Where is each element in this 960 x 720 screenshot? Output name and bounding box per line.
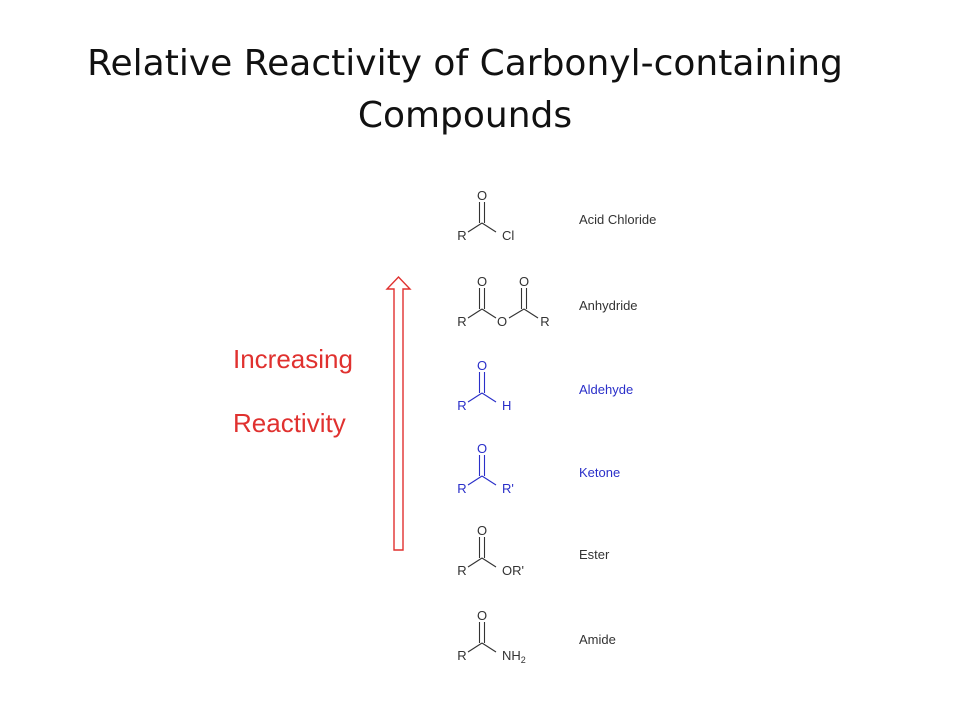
bond-line (508, 308, 525, 319)
compound-name: Ketone (579, 465, 620, 480)
carbonyl-oxygen: O (477, 274, 487, 289)
bond-line (467, 557, 483, 568)
compound-name: Ester (579, 547, 610, 562)
bond-line (467, 642, 483, 653)
carbonyl-oxygen: O (477, 441, 487, 456)
up-arrow-icon (385, 275, 412, 551)
carbonyl-oxygen: O (477, 188, 487, 203)
right-group: H (502, 398, 511, 413)
bond-line (481, 308, 497, 319)
title-line-2: Compounds (357, 95, 573, 136)
right-group: R (540, 314, 549, 329)
carbonyl-oxygen: O (477, 358, 487, 373)
right-group: OR' (502, 563, 524, 578)
left-group: R (457, 481, 466, 496)
bond-line (481, 642, 497, 653)
compound-name: Acid Chloride (579, 212, 656, 227)
compound-name: Aldehyde (579, 382, 633, 397)
compound-acid-chloride: O R Cl Acid Chloride (457, 188, 656, 243)
compound-name: Amide (579, 632, 616, 647)
carbonyl-oxygen: O (519, 274, 529, 289)
bond-line (481, 392, 497, 403)
compound-name: Anhydride (579, 298, 638, 313)
bond-line (523, 308, 539, 319)
arrow-label-increasing: Increasing (233, 344, 353, 374)
bond-line (481, 475, 497, 486)
left-group: R (457, 648, 466, 663)
carbonyl-oxygen: O (477, 523, 487, 538)
slide-title: Relative Reactivity of Carbonyl-containi… (60, 38, 870, 142)
compound-aldehyde: O R H Aldehyde (457, 358, 633, 413)
left-group: R (457, 398, 466, 413)
compound-ester: O R OR' Ester (457, 523, 610, 578)
carbonyl-oxygen: O (477, 608, 487, 623)
bond-line (467, 392, 483, 403)
compound-ketone: O R R' Ketone (457, 441, 620, 496)
left-group: R (457, 314, 466, 329)
bond-line (481, 557, 497, 568)
bond-line (481, 222, 497, 233)
compound-amide: O R NH2 Amide (457, 608, 616, 665)
right-group: R' (502, 481, 514, 496)
right-group: Cl (502, 228, 514, 243)
compound-anhydride: O R O O R Anhydride (457, 274, 637, 329)
left-group: R (457, 563, 466, 578)
left-group: R (457, 228, 466, 243)
arrow-label-reactivity: Reactivity (233, 408, 346, 438)
bond-line (467, 222, 483, 233)
bond-line (467, 308, 483, 319)
bond-line (467, 475, 483, 486)
bridge-oxygen: O (497, 314, 507, 329)
right-group: NH2 (502, 648, 526, 665)
title-line-1: Relative Reactivity of Carbonyl-containi… (87, 43, 843, 84)
